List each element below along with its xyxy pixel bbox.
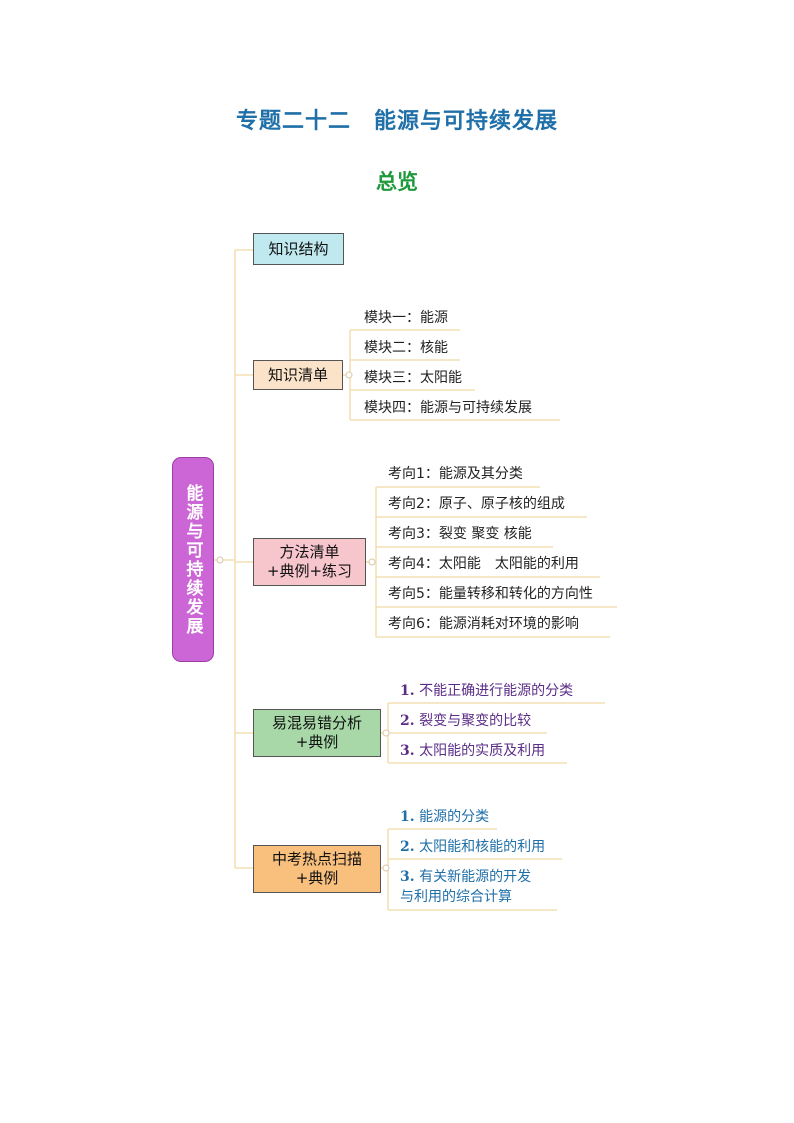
hotspot-item-continued: 与利用的综合计算 <box>400 889 512 905</box>
direction-item: 考向2：原子、原子核的组成 <box>388 496 565 512</box>
branch-knowledge-structure: 知识结构 <box>253 233 344 265</box>
module-item: 模块三：太阳能 <box>364 370 462 386</box>
branch-mistake-analysis: 易混易错分析 +典例 <box>253 709 381 757</box>
hotspot-item: 2. 太阳能和核能的利用 <box>400 839 546 855</box>
direction-item: 考向1：能源及其分类 <box>388 466 523 482</box>
mistake-item: 3. 太阳能的实质及利用 <box>400 743 546 759</box>
page-title: 专题二十二 能源与可持续发展 <box>235 109 558 134</box>
hotspot-item: 1. 能源的分类 <box>400 809 490 825</box>
mistake-item: 2. 裂变与聚变的比较 <box>400 713 532 729</box>
direction-item: 考向5：能量转移和转化的方向性 <box>388 586 593 602</box>
page-subtitle: 总览 <box>376 170 418 194</box>
branch-exam-hotspots: 中考热点扫描 +典例 <box>253 845 381 893</box>
direction-item: 考向6：能源消耗对环境的影响 <box>388 616 579 632</box>
branch-knowledge-list: 知识清单 <box>253 360 343 390</box>
branch-method-list: 方法清单 +典例+练习 <box>253 538 366 586</box>
hotspot-item: 3. 有关新能源的开发 <box>400 869 532 885</box>
direction-item: 考向3：裂变 聚变 核能 <box>388 526 532 542</box>
module-item: 模块一：能源 <box>364 310 448 326</box>
module-item: 模块四：能源与可持续发展 <box>364 400 532 416</box>
direction-item: 考向4：太阳能 太阳能的利用 <box>388 556 579 572</box>
mistake-item: 1. 不能正确进行能源的分类 <box>400 683 574 699</box>
root-node: 能源与可持续发展 <box>172 457 214 662</box>
module-item: 模块二：核能 <box>364 340 448 356</box>
